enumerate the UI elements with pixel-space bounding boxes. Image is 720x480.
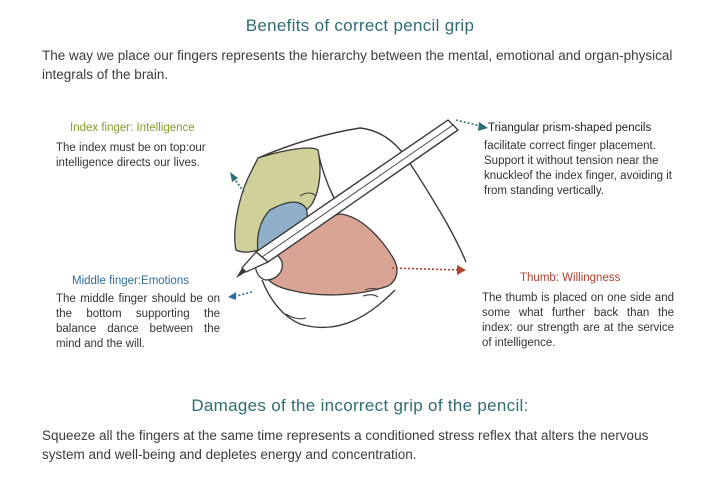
middle-arrow xyxy=(235,291,253,297)
pencil xyxy=(236,119,460,278)
intro-text: The way we place our fingers represents … xyxy=(42,48,673,82)
middle-finger-text: The middle finger should be on the botto… xyxy=(56,293,220,350)
thumb-text: The thumb is placed on one side and some… xyxy=(482,292,674,349)
damages-text: Squeeze all the fingers at the same time… xyxy=(42,428,649,462)
pencil-text: facilitate correct finger placement. Sup… xyxy=(484,140,672,197)
damages-title: Damages of the incorrect grip of the pen… xyxy=(191,396,529,415)
index-finger-heading: Index finger: Intelligence xyxy=(70,122,195,134)
pencil-arrow xyxy=(455,119,481,127)
page-title: Benefits of correct pencil grip xyxy=(245,16,475,35)
middle-finger-heading: Middle finger:Emotions xyxy=(72,275,189,287)
thumb-arrow xyxy=(391,267,459,271)
index-finger-text: The index must be on top:our intelligenc… xyxy=(56,142,206,169)
thumb-heading: Thumb: Willingness xyxy=(520,272,621,284)
pencil-heading: Triangular prism-shaped pencils xyxy=(488,122,652,134)
index-arrow xyxy=(233,177,245,193)
knuckle-lines xyxy=(285,192,379,320)
